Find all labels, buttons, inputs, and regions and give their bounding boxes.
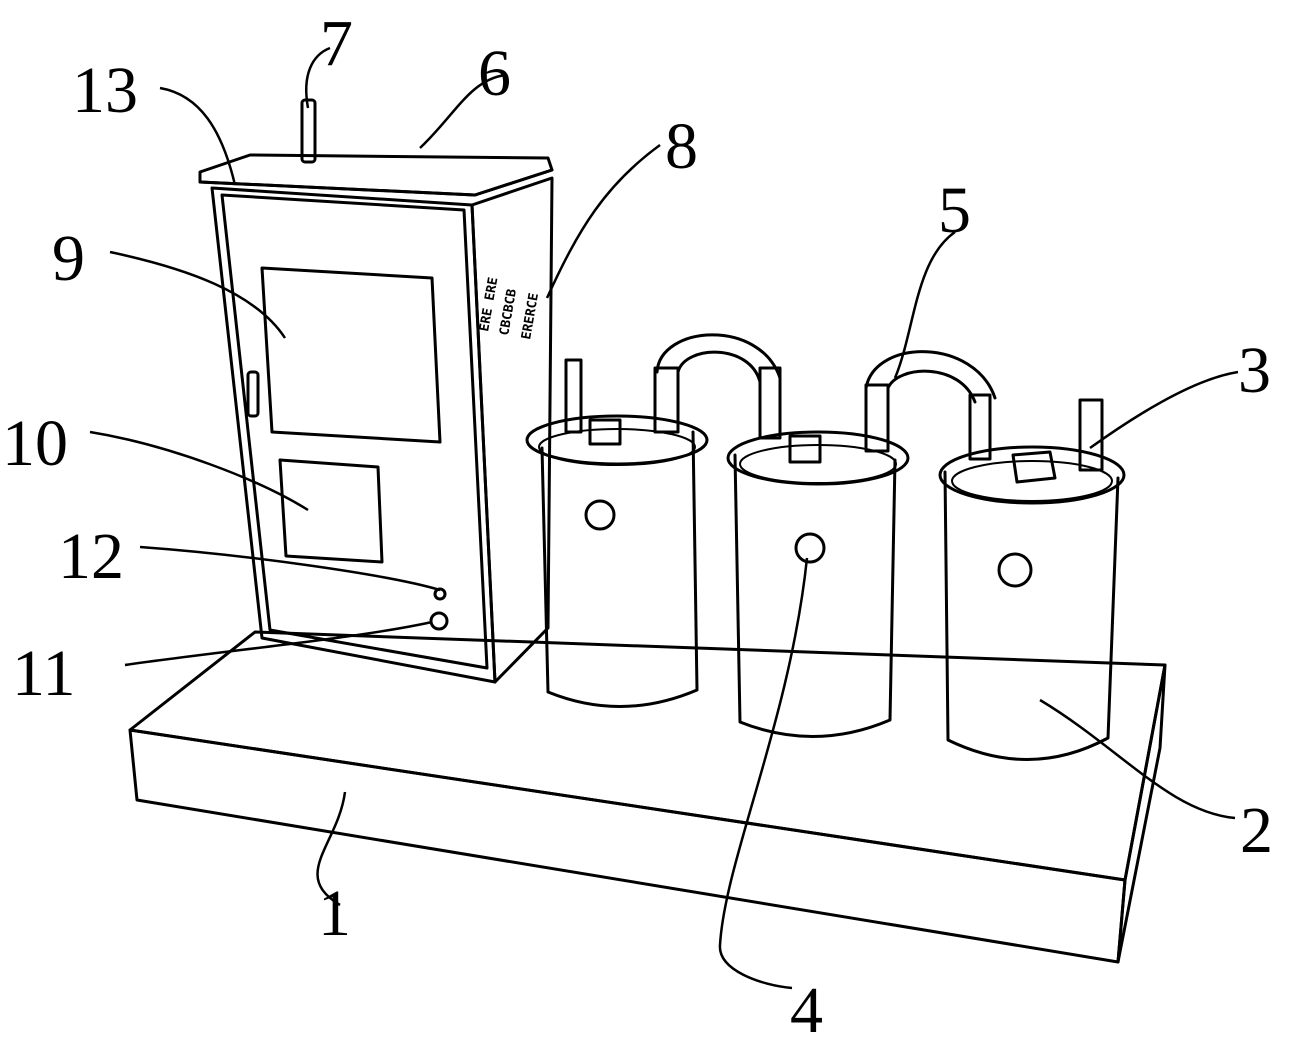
antenna (300, 98, 317, 164)
control-panel (278, 458, 384, 564)
label-6: 6 (478, 37, 511, 110)
label-7: 7 (320, 7, 353, 80)
side-vents: ERE ERE CBCBCB ERERCE (477, 276, 542, 341)
sight-window (794, 532, 826, 564)
svg-text:ERE ERE: ERE ERE (477, 276, 501, 333)
number-labels: 1 2 3 4 5 6 7 8 9 10 11 12 13 (2, 7, 1273, 1039)
label-13: 13 (72, 54, 138, 127)
door-handle (246, 370, 260, 418)
tank-left (525, 358, 709, 708)
connecting-pipes (655, 333, 997, 404)
label-1: 1 (318, 877, 351, 950)
label-9: 9 (52, 222, 85, 295)
leader-lines (89, 46, 1239, 990)
label-4: 4 (790, 974, 823, 1039)
label-3: 3 (1238, 334, 1271, 407)
svg-text:CBCBCB: CBCBCB (497, 288, 520, 337)
svg-text:ERERCE: ERERCE (519, 292, 542, 341)
label-12: 12 (58, 520, 124, 593)
control-cabinet: ERE ERE CBCBCB ERERCE (198, 98, 554, 684)
label-10: 10 (2, 407, 68, 480)
label-5: 5 (938, 174, 971, 247)
base-platform (128, 630, 1167, 964)
tank-right (938, 393, 1126, 761)
display-screen (260, 266, 442, 444)
tank-middle (726, 366, 910, 738)
button-lower (429, 611, 449, 631)
label-11: 11 (12, 637, 76, 710)
vent-pipe (1078, 398, 1104, 472)
button-upper (433, 587, 447, 601)
label-8: 8 (665, 110, 698, 183)
label-2: 2 (1240, 794, 1273, 867)
